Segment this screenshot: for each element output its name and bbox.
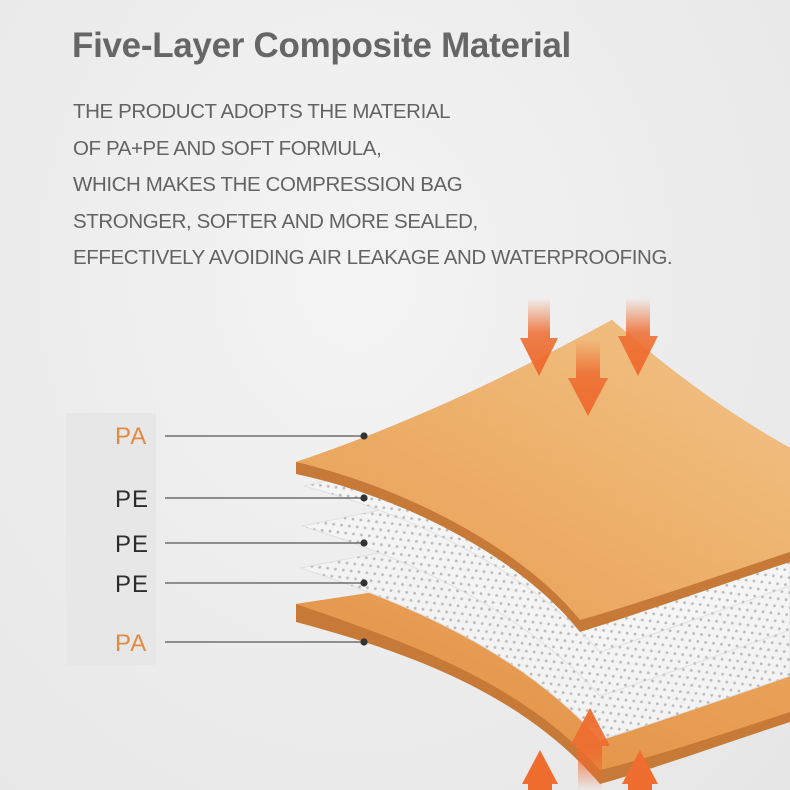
down-arrow-icon	[568, 340, 608, 416]
up-arrow-icon	[622, 750, 658, 790]
down-arrow-icon	[520, 298, 558, 376]
description-line: EFFECTIVELY AVOIDING AIR LEAKAGE AND WAT…	[73, 246, 673, 269]
description-line: OF PA+PE AND SOFT FORMULA,	[73, 136, 382, 160]
layer-label-pa-top: PA	[115, 423, 148, 450]
pa-layer-top	[296, 320, 790, 632]
leader-dot	[360, 494, 368, 502]
description-text: THE PRODUCT ADOPTS THE MATERIAL OF PA+PE…	[73, 94, 673, 277]
description-line: WHICH MAKES THE COMPRESSION BAG	[73, 173, 463, 196]
up-arrow-icon	[522, 750, 558, 790]
leader-dot	[360, 539, 368, 547]
up-arrow-icon	[570, 708, 610, 790]
description-line: STRONGER, SOFTER AND MORE SEALED,	[73, 209, 478, 233]
down-arrow-icon	[618, 298, 658, 376]
leader-lines	[165, 435, 364, 643]
layer-label-pe-2: PE	[115, 531, 150, 558]
leader-dot	[360, 638, 368, 646]
layer-label-pa-bottom: PA	[115, 630, 148, 657]
layer-label-pe-1: PE	[115, 486, 150, 513]
leader-dot	[360, 432, 368, 440]
leader-dot	[360, 579, 368, 587]
description-line: THE PRODUCT ADOPTS THE MATERIAL	[73, 100, 451, 123]
page-title: Five-Layer Composite Material	[72, 26, 571, 65]
layer-label-pe-3: PE	[115, 571, 150, 598]
layer-labels-panel	[66, 413, 156, 665]
leader-dots	[360, 432, 368, 646]
